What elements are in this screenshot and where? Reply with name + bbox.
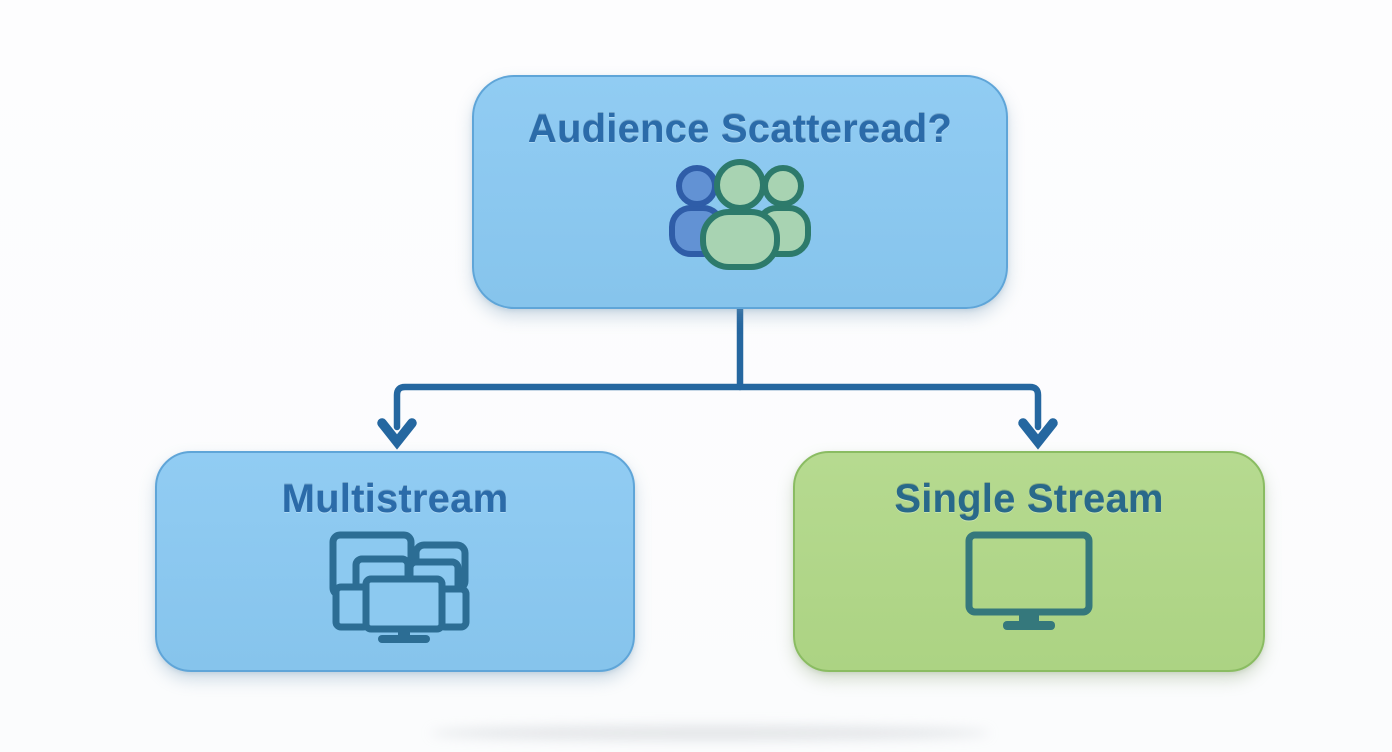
node-multistream[interactable]: Multistream (155, 451, 635, 672)
left-arrowhead-icon (377, 418, 417, 450)
audience-group-icon (669, 159, 811, 270)
node-audience-scattered[interactable]: Audience Scatteread? (472, 75, 1008, 309)
single-stream-node-label: Single Stream (894, 477, 1164, 521)
root-node-label: Audience Scatteread? (527, 107, 953, 151)
single-monitor-icon (965, 531, 1093, 630)
multistream-node-label: Multistream (281, 477, 509, 521)
node-single-stream[interactable]: Single Stream (793, 451, 1265, 672)
background-smudge (430, 726, 990, 740)
right-branch-line (736, 383, 1042, 431)
multi-device-icon (329, 531, 470, 643)
left-branch-line (393, 383, 744, 431)
right-arrowhead-icon (1018, 418, 1058, 450)
